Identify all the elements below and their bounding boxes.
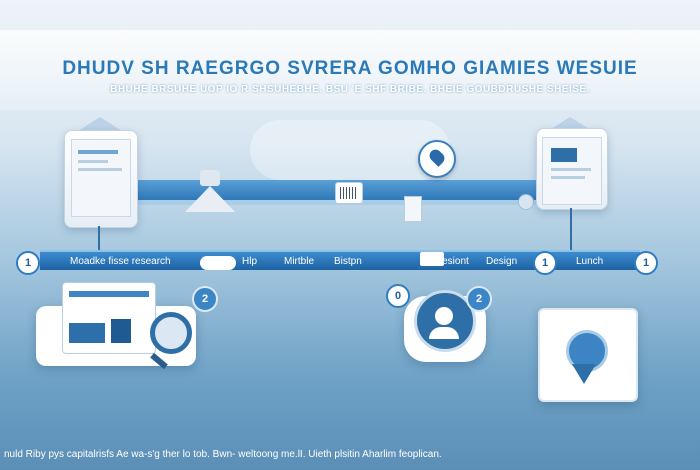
box-icon [404, 196, 422, 222]
step-number-badge: 0 [386, 284, 410, 308]
step-label-lunch: Lunch [576, 256, 604, 267]
avatar-head-icon [435, 307, 453, 325]
page-subtitle: BHUHE BRSUHE UOP IO R SHSUHEBHE. BSU 'E … [110, 84, 590, 95]
pin-shape-icon [427, 147, 447, 167]
ribbon-highlight [40, 250, 640, 253]
right-tablet-screen [542, 137, 602, 205]
steps-ribbon [40, 252, 640, 270]
left-pointer [98, 226, 100, 250]
screen-panel-icon [111, 319, 131, 343]
hourglass-icon [200, 170, 220, 186]
left-tablet-icon [64, 130, 138, 228]
step-label-hlp: Hlp [242, 256, 258, 267]
screen-header-icon [69, 291, 149, 297]
step-number-badge: 1 [634, 251, 658, 275]
screen-line-icon [78, 160, 108, 163]
step-label-design: Design [486, 256, 518, 267]
barcode-lines-icon [340, 187, 358, 199]
page-title: DHUDV SH RAEGRGO SVRERA GOMHO GIAMIES WE… [62, 58, 638, 79]
step-number-badge: 2 [192, 286, 218, 312]
header-band [0, 30, 700, 110]
step-label-vesiont: Vesiont [436, 256, 469, 267]
cloud-decoration [250, 120, 450, 180]
right-pointer [570, 208, 572, 252]
award-tail-icon [572, 364, 596, 384]
left-tablet-screen [71, 139, 131, 217]
right-device-roof [548, 117, 592, 131]
step-number-badge: 1 [533, 251, 557, 275]
location-pin-icon [418, 140, 456, 178]
screen-line-icon [551, 176, 585, 179]
screen-image-icon [551, 148, 577, 162]
mountain-icon [185, 186, 235, 212]
barcode-icon [335, 182, 363, 204]
footer-text: nuld Riby pys capitalrisfs Ae wa-s'g the… [4, 449, 442, 460]
step-number-badge: 1 [16, 251, 40, 275]
user-avatar-icon [414, 290, 476, 352]
screen-line-icon [78, 150, 118, 154]
step-label-mirtble: Mirtble [284, 256, 315, 267]
avatar-body-icon [429, 327, 459, 339]
screen-panel-icon [69, 323, 105, 343]
right-tablet-icon [536, 128, 608, 210]
laptop-screen-icon [62, 282, 156, 354]
screen-line-icon [78, 168, 122, 171]
screen-line-icon [551, 168, 591, 171]
dot-icon [518, 194, 534, 210]
step-label-bistpn: Bistpn [334, 256, 362, 267]
magnifier-icon [150, 312, 192, 354]
flag-icon [420, 252, 444, 266]
cloud-tag-icon [200, 256, 236, 270]
left-device-roof [78, 117, 122, 131]
step-number-badge: 2 [466, 286, 492, 312]
step-label-research: Moadke fisse research [70, 256, 171, 267]
